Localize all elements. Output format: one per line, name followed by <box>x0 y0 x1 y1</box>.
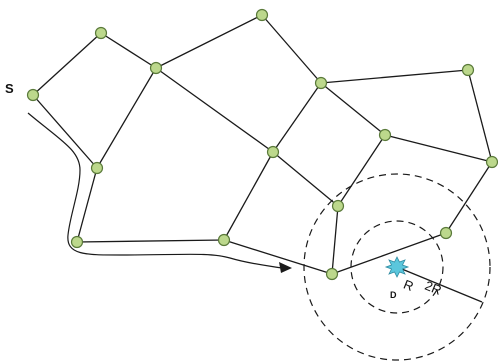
node <box>461 63 475 77</box>
node <box>485 155 498 169</box>
inner-radius-label: R <box>401 277 415 294</box>
outer-range-circle <box>303 173 491 361</box>
network-edges <box>32 14 493 275</box>
node <box>255 8 269 22</box>
source-label: S <box>5 81 14 96</box>
node <box>439 226 453 240</box>
destination-label: D <box>390 290 397 300</box>
route-arrowhead <box>279 262 292 273</box>
node <box>90 161 104 175</box>
node <box>26 88 40 102</box>
node <box>314 76 328 90</box>
network-nodes <box>26 8 498 281</box>
node <box>331 199 345 213</box>
outer-radius-label: 2R <box>423 278 444 298</box>
node <box>325 267 339 281</box>
node <box>149 61 163 75</box>
star-burst-icon <box>384 256 410 278</box>
node <box>378 128 392 142</box>
radius-2r-line <box>396 266 483 303</box>
node <box>266 145 280 159</box>
node <box>217 233 231 247</box>
node <box>94 26 108 40</box>
node <box>70 235 84 249</box>
route-path <box>27 112 283 269</box>
